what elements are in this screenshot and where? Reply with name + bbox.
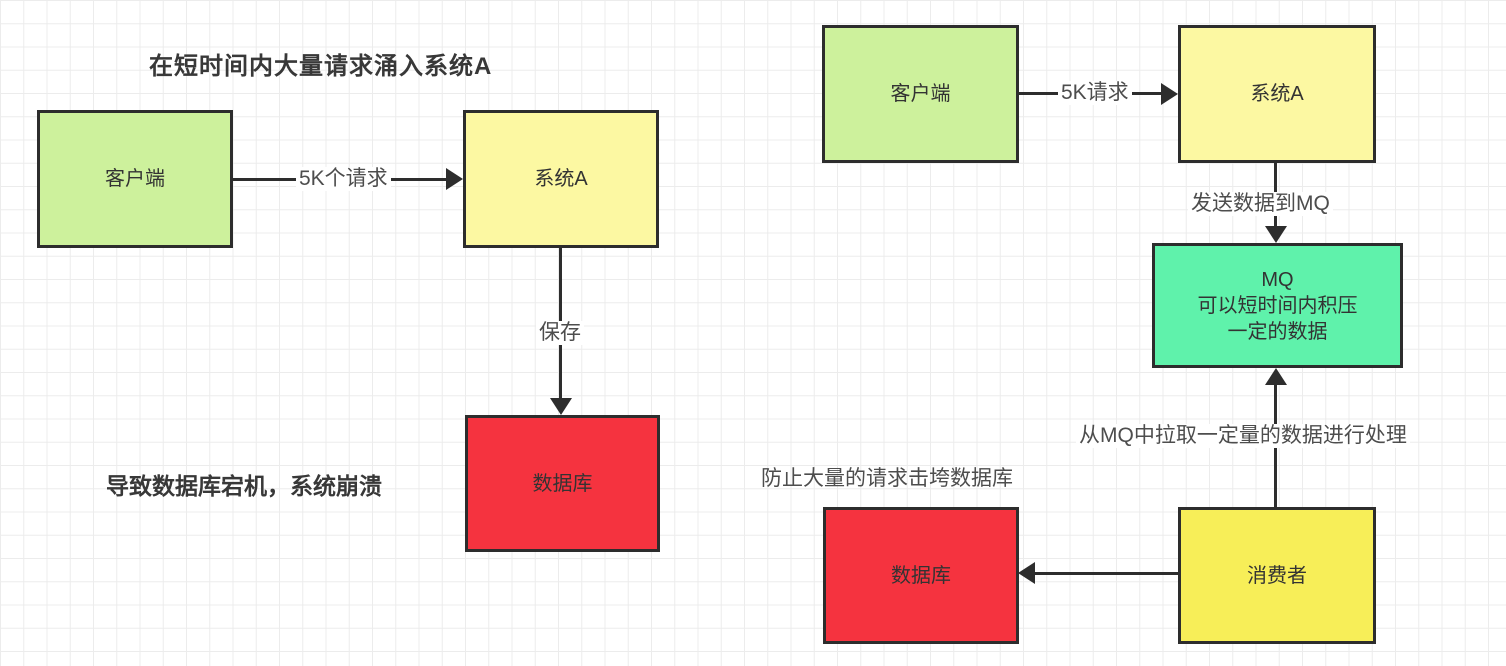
right-mq-label-line2: 可以短时间内积压 (1197, 294, 1358, 317)
right-consumer-label: 消费者 (1247, 564, 1307, 587)
right-mq-node: MQ 可以短时间内积压 一定的数据 (1152, 243, 1403, 368)
right-send-to-mq-arrowhead-icon (1265, 226, 1287, 243)
left-database-label: 数据库 (532, 472, 593, 495)
left-system-a-label: 系统A (534, 168, 588, 190)
right-send-to-mq-edge-label: 发送数据到MQ (1188, 192, 1333, 216)
left-database-node: 数据库 (465, 415, 660, 552)
right-pull-arrowhead-icon (1265, 368, 1287, 385)
right-client-node: 客户端 (822, 25, 1019, 163)
right-consumer-node: 消费者 (1178, 507, 1376, 644)
left-client-node: 客户端 (37, 110, 233, 248)
right-diagram-caption: 防止大量的请求击垮数据库 (761, 467, 1013, 490)
right-request-arrowhead-icon (1161, 83, 1178, 105)
right-database-label: 数据库 (891, 564, 951, 587)
left-diagram-title: 在短时间内大量请求涌入系统A (149, 53, 493, 80)
right-mq-label-line3: 一定的数据 (1227, 320, 1328, 343)
right-request-edge-label: 5K请求 (1058, 81, 1132, 105)
right-store-arrowhead-icon (1018, 562, 1035, 584)
right-mq-label-line1: MQ (1261, 268, 1294, 291)
right-system-a-node: 系统A (1178, 25, 1376, 163)
right-store-arrow-line (1035, 572, 1178, 575)
left-save-edge-label: 保存 (536, 321, 584, 345)
left-diagram-caption: 导致数据库宕机，系统崩溃 (106, 473, 382, 499)
left-request-arrowhead-icon (446, 168, 463, 190)
left-save-arrowhead-icon (550, 398, 572, 415)
right-client-label: 客户端 (890, 83, 951, 105)
right-pull-edge-label: 从MQ中拉取一定量的数据进行处理 (1076, 424, 1410, 448)
right-system-a-label: 系统A (1250, 83, 1304, 105)
right-database-node: 数据库 (823, 507, 1019, 644)
left-client-label: 客户端 (105, 168, 165, 190)
left-request-edge-label: 5K个请求 (296, 167, 391, 191)
left-system-a-node: 系统A (463, 110, 659, 248)
